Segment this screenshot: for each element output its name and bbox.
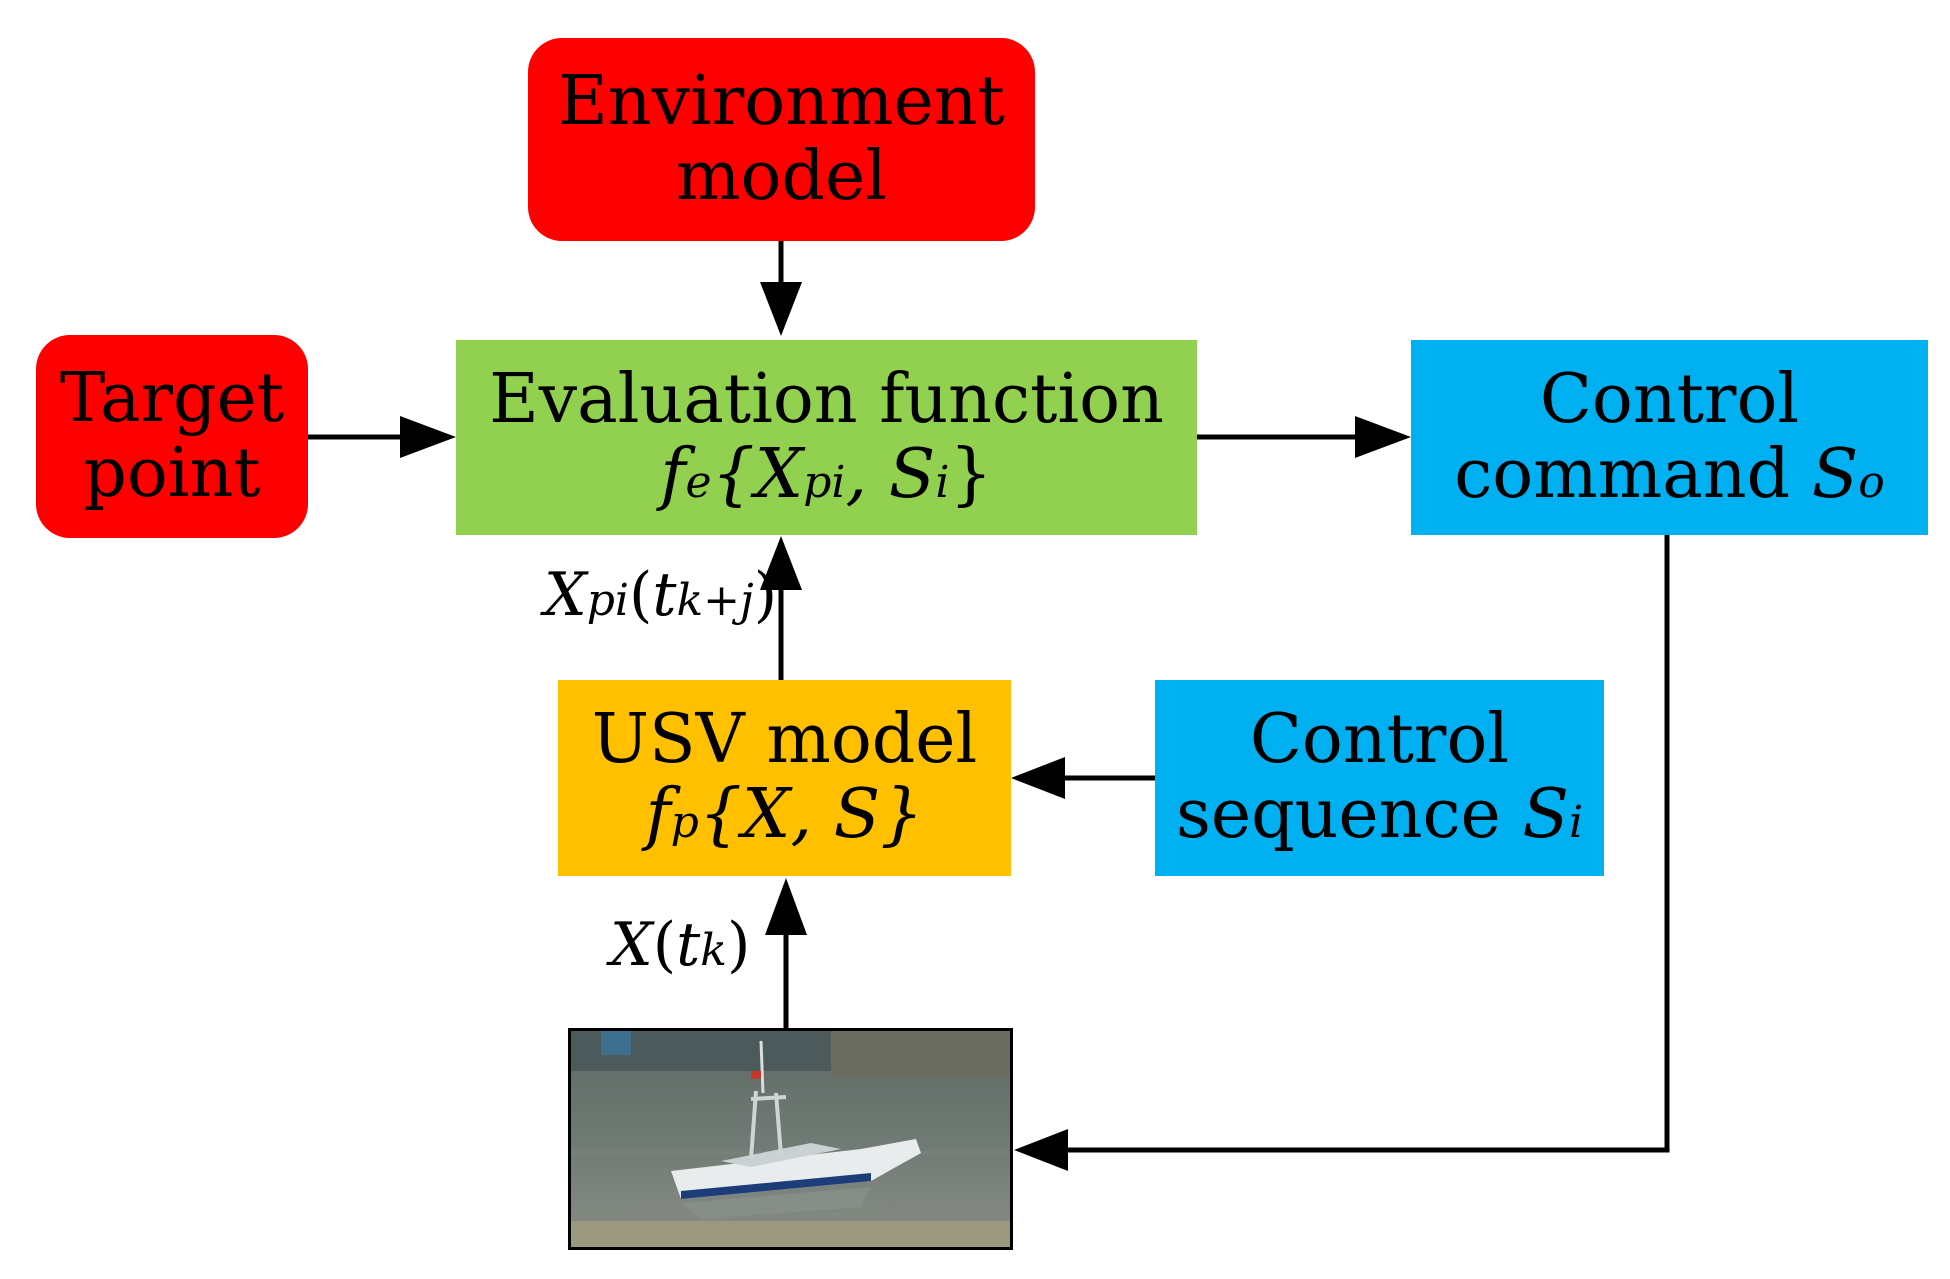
formula-x-sub: pi bbox=[803, 456, 846, 508]
evaluation-formula: fe{Xpi, Si} bbox=[660, 434, 993, 514]
xpi-close: ) bbox=[753, 560, 778, 630]
xt-close: ) bbox=[726, 910, 751, 980]
evaluation-title: Evaluation function bbox=[489, 359, 1164, 439]
usv-title: USV model bbox=[591, 700, 978, 780]
evaluation-function-box: Evaluation function fe{Xpi, Si} bbox=[456, 340, 1197, 535]
usv-model-box: USV model fp{X, S} bbox=[558, 680, 1011, 876]
xt-t-sub: k bbox=[700, 925, 727, 976]
usv-boat-photo bbox=[568, 1028, 1013, 1250]
label-xpi-tkj: Xpi(tk+j) bbox=[544, 560, 777, 630]
formula-mid: , S bbox=[845, 434, 936, 514]
label-x-tk: X(tk) bbox=[610, 910, 750, 980]
usv-f-sub: p bbox=[670, 797, 699, 848]
xt-open: ( bbox=[652, 910, 677, 980]
boat-hull bbox=[671, 1139, 921, 1199]
target-line1: Target bbox=[59, 358, 285, 438]
control-command-box: Control command So bbox=[1411, 340, 1928, 535]
usv-rest: {X, S} bbox=[698, 775, 924, 854]
usv-formula: fp{X, S} bbox=[645, 775, 924, 854]
formula-s-sub: i bbox=[935, 456, 950, 508]
sequence-text: sequence bbox=[1175, 775, 1523, 854]
sequence-s-sub: i bbox=[1568, 797, 1584, 848]
boat-illustration bbox=[571, 1031, 1010, 1247]
formula-f-sub: e bbox=[685, 456, 712, 508]
command-text: command bbox=[1454, 434, 1812, 514]
xt-x: X bbox=[610, 910, 653, 980]
xt-t: t bbox=[676, 910, 701, 980]
usv-f: f bbox=[645, 775, 671, 854]
command-line1: Control bbox=[1539, 359, 1800, 439]
formula-f: f bbox=[660, 434, 686, 514]
control-sequence-box: Control sequence Si bbox=[1155, 680, 1604, 876]
xpi-t-sub: k+j bbox=[676, 575, 754, 626]
environment-model-box: Environment model bbox=[528, 38, 1035, 241]
formula-open: {X bbox=[711, 434, 804, 514]
xpi-x: X bbox=[544, 560, 587, 630]
xpi-sub: pi bbox=[586, 575, 629, 626]
command-s: S bbox=[1811, 434, 1859, 514]
arrow-command-to-photo bbox=[1066, 535, 1670, 1153]
target-point-box: Target point bbox=[36, 335, 308, 538]
environment-line2: model bbox=[676, 136, 887, 216]
sequence-s: S bbox=[1522, 775, 1569, 854]
command-line2: command So bbox=[1454, 434, 1885, 514]
xpi-open: ( bbox=[628, 560, 653, 630]
environment-line1: Environment bbox=[558, 61, 1005, 141]
target-line2: point bbox=[83, 433, 261, 513]
xpi-t: t bbox=[652, 560, 677, 630]
formula-close: } bbox=[949, 434, 993, 514]
sequence-line2: sequence Si bbox=[1175, 775, 1584, 854]
command-s-sub: o bbox=[1858, 456, 1885, 508]
sequence-line1: Control bbox=[1249, 700, 1510, 780]
